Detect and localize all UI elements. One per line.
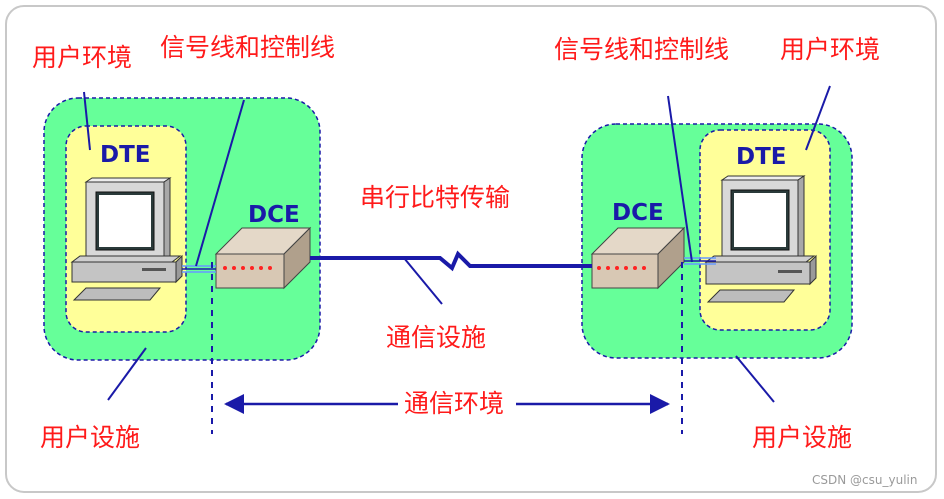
leader-left-facility [107,347,147,401]
left-signal-label: 信号线和控制线 [160,33,335,62]
left-dte-dce-cable [182,265,216,273]
comm-env-label: 通信环境 [404,389,504,418]
comm-env-label-bg [398,388,516,418]
leader-serial [403,257,443,305]
left-user-facility-label: 用户设施 [40,423,140,452]
left-user-env-label: 用户环境 [32,43,132,72]
leader-left-signal [195,99,245,267]
leader-right-facility [735,355,775,403]
watermark: CSDN @csu_yulin [812,473,917,487]
serial-label: 串行比特传输 [360,183,510,212]
serial-transmission-line [310,250,592,272]
comm-facility-label: 通信设施 [386,323,486,352]
left-dce-modem-icon [214,226,312,290]
right-dce-label: DCE [612,200,664,226]
right-dce-modem-icon [590,226,686,290]
right-computer-icon [704,175,817,303]
right-signal-label: 信号线和控制线 [554,35,729,64]
right-user-facility-label: 用户设施 [752,423,852,452]
left-computer-icon [70,177,183,301]
right-user-env-label: 用户环境 [780,35,880,64]
leader-right-user-env [805,85,831,151]
right-dte-dce-cable [684,257,716,265]
left-dce-label: DCE [248,202,300,228]
leader-right-signal [667,95,693,263]
left-dte-label: DTE [100,142,151,168]
right-dte-label: DTE [736,144,787,170]
leader-left-user-env [83,91,91,151]
